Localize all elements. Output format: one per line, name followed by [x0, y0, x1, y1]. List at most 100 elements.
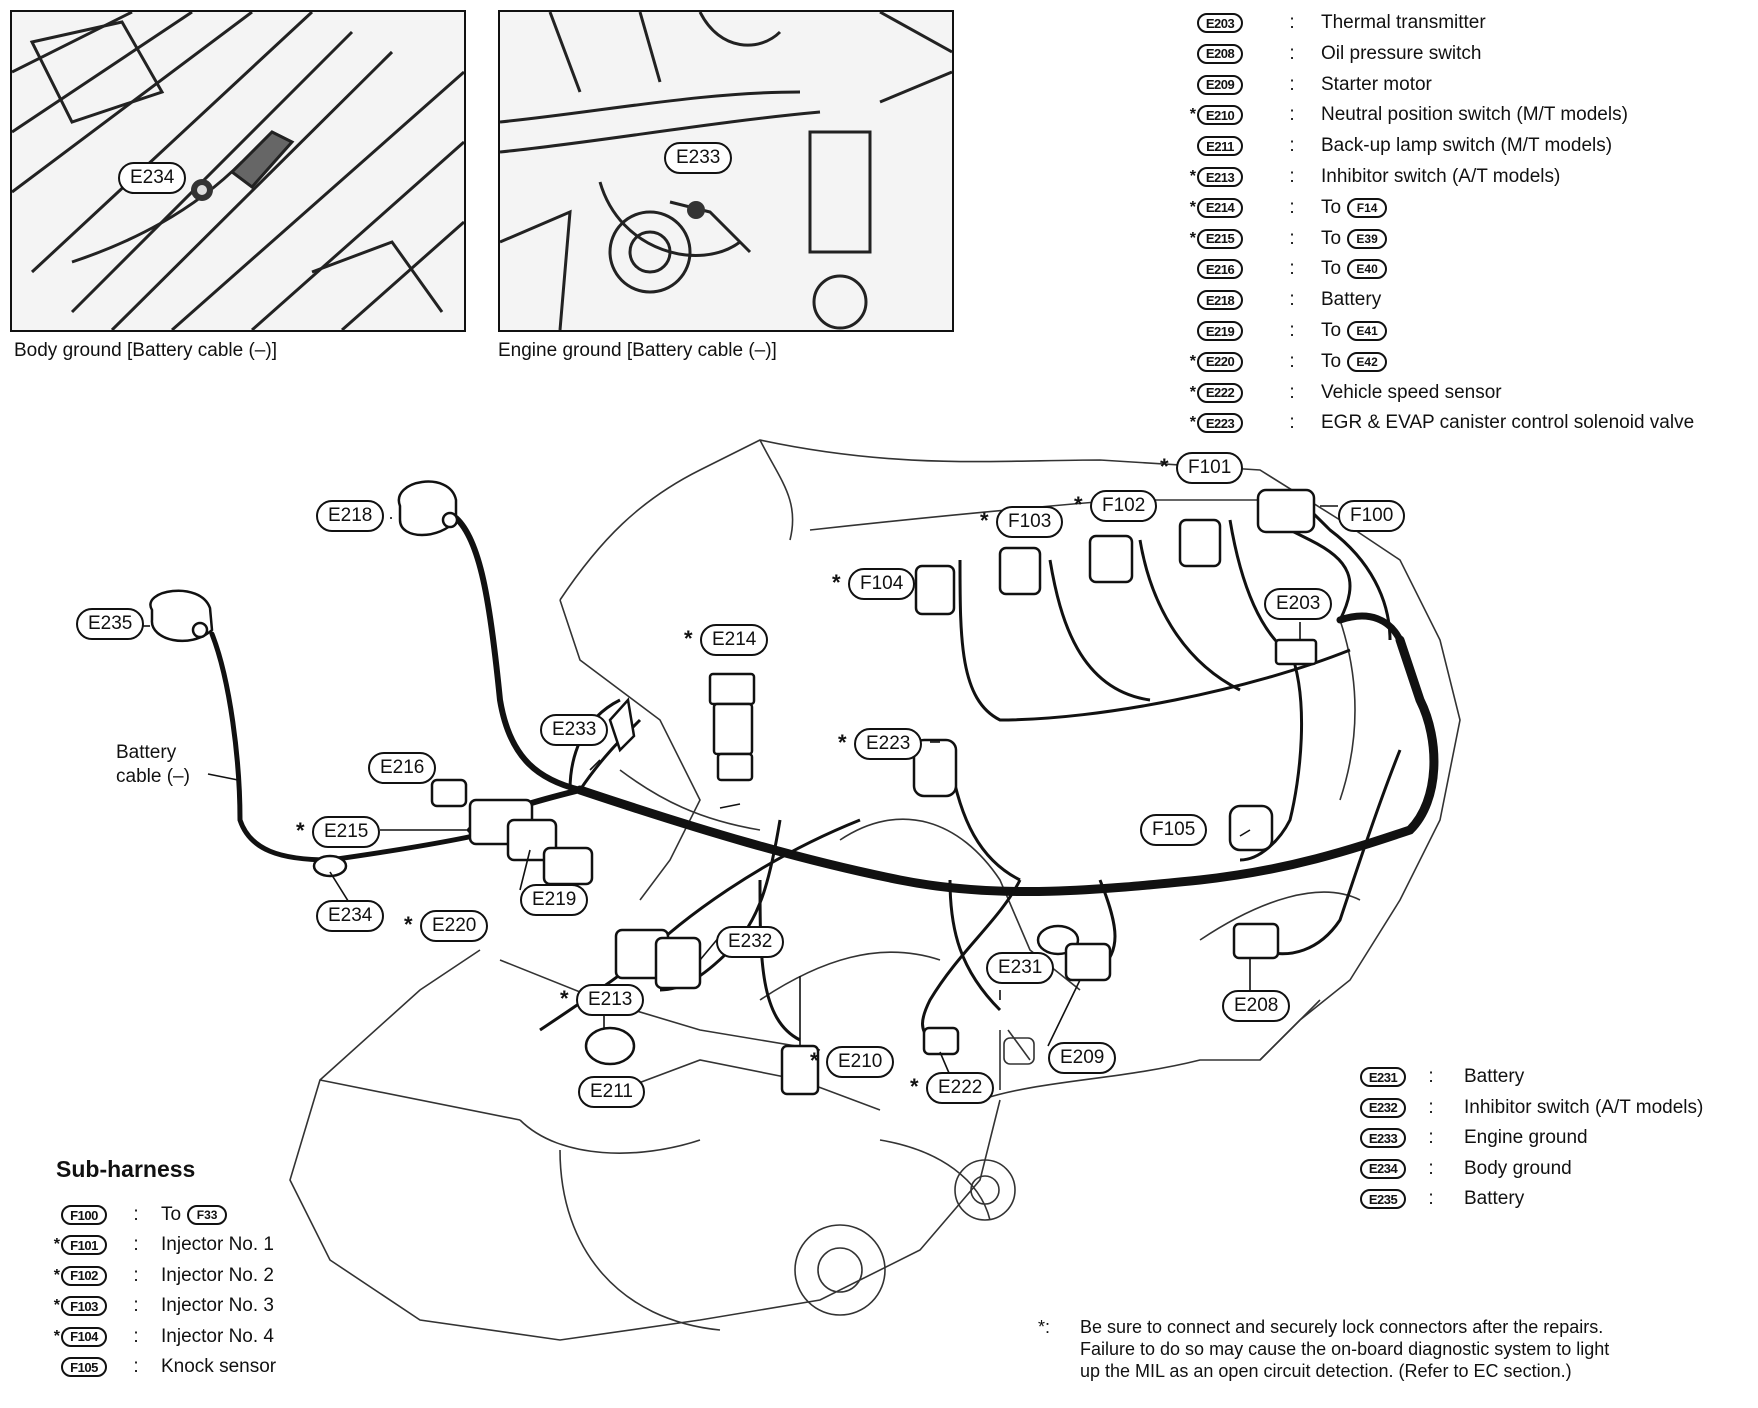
callout-f101: F101 [1176, 452, 1244, 484]
separator: : [133, 1325, 139, 1347]
engine-outline [289, 439, 1461, 1341]
destination-connector-tag: E41 [1347, 321, 1388, 341]
sub-harness-row: *F104: Injector No. 4 [50, 1324, 274, 1350]
required-lock-star: * [832, 570, 841, 595]
separator: : [133, 1204, 139, 1225]
required-lock-star: * [910, 1074, 919, 1099]
separator: : [1428, 1096, 1434, 1118]
separator: : [1289, 350, 1295, 372]
connector-code-tag: E222 [1197, 382, 1243, 403]
battery-cable-label-line2: cable (–) [116, 766, 190, 787]
separator: : [1289, 166, 1295, 187]
connector-code-tag: F102 [61, 1265, 107, 1286]
connector-description: Injector No. 4 [161, 1325, 274, 1347]
legend-right-row: E235:Battery [1360, 1186, 1524, 1212]
note-line-1: Be sure to connect and securely lock con… [1080, 1317, 1604, 1337]
legend-top-row: E208: Oil pressure switch [1186, 41, 1482, 67]
connector-description: To [1321, 258, 1342, 280]
connector-code-tag: E211 [1197, 136, 1243, 157]
callout-e231: E231 [986, 952, 1055, 984]
callout-e232: E232 [716, 926, 785, 958]
connector-description: Battery [1464, 1066, 1525, 1087]
callout-e209: E209 [1048, 1042, 1117, 1074]
separator: : [1289, 42, 1295, 64]
legend-top-row: E203:Thermal transmitter [1186, 10, 1486, 36]
sub-harness-row: F105: Knock sensor [50, 1354, 276, 1380]
separator: : [1289, 320, 1295, 341]
connector-code-tag: F100 [61, 1205, 107, 1225]
connector-description: To [1321, 196, 1342, 218]
connector-code-tag: E219 [1197, 321, 1243, 341]
connector-code-tag: E209 [1197, 74, 1243, 95]
separator: : [1289, 12, 1295, 33]
required-lock-star: * [53, 1266, 60, 1284]
separator: : [1289, 73, 1295, 95]
required-lock-star: * [560, 986, 569, 1011]
required-lock-star: * [684, 626, 693, 651]
callout-e216: E216 [368, 752, 437, 784]
callout-e210: E210 [826, 1046, 895, 1078]
separator: : [1289, 258, 1295, 280]
callout-f103: F103 [996, 506, 1064, 538]
callout-e215: E215 [312, 816, 381, 848]
required-lock-star: * [296, 818, 305, 843]
required-lock-star: * [53, 1327, 60, 1345]
required-lock-star: * [1160, 454, 1169, 479]
engine-ground-photo [498, 10, 954, 332]
callout-e219: E219 [520, 884, 589, 916]
note-line-2: Failure to do so may cause the on-board … [1080, 1339, 1610, 1359]
destination-connector-tag: E39 [1347, 228, 1388, 249]
separator: : [1289, 135, 1295, 157]
legend-top-row: E218:Battery [1186, 287, 1381, 313]
legend-top-row: *E210:Neutral position switch (M/T model… [1186, 102, 1628, 128]
callout-e203: E203 [1264, 588, 1333, 620]
connector-description: Battery [1464, 1188, 1525, 1209]
connector-description: Inhibitor switch (A/T models) [1464, 1096, 1704, 1118]
separator: : [1428, 1127, 1434, 1148]
separator: : [1289, 381, 1295, 403]
required-lock-star: * [404, 912, 413, 937]
separator: : [133, 1264, 139, 1286]
connector-description: Oil pressure switch [1321, 42, 1482, 64]
sub-harness-row: *F101:Injector No. 1 [50, 1232, 274, 1258]
connector-code-tag: F104 [61, 1326, 107, 1347]
connector-description: To [1321, 350, 1342, 372]
separator: : [1289, 227, 1295, 249]
connector-code-tag: E208 [1197, 43, 1243, 64]
destination-connector-tag: E42 [1347, 351, 1388, 372]
separator: : [1428, 1188, 1434, 1209]
callout-e218: E218 [316, 500, 385, 532]
required-lock-star: * [838, 730, 847, 755]
connector-description: Vehicle speed sensor [1321, 381, 1502, 403]
required-lock-star: * [1189, 168, 1196, 185]
connector-code-tag: F105 [61, 1357, 107, 1377]
connector-shapes [149, 480, 1318, 1096]
connector-description: Knock sensor [161, 1356, 277, 1377]
connector-description: Back-up lamp switch (M/T models) [1321, 135, 1613, 157]
required-lock-star: * [53, 1236, 60, 1254]
connector-code-tag: E215 [1197, 228, 1243, 249]
note-star: *: [1038, 1317, 1051, 1337]
legend-right-row: E231:Battery [1360, 1064, 1524, 1090]
separator: : [1289, 196, 1295, 218]
separator: : [133, 1356, 139, 1377]
callout-e222: E222 [926, 1072, 995, 1104]
legend-top-row: E211: Back-up lamp switch (M/T models) [1186, 133, 1612, 159]
connector-code-tag: E233 [1360, 1128, 1406, 1148]
note-line-3: up the MIL as an open circuit detection.… [1080, 1361, 1572, 1381]
callout-e233: E233 [540, 714, 609, 746]
callout-e214: E214 [700, 624, 769, 656]
body-ground-drawing [12, 12, 464, 330]
required-lock-star: * [810, 1048, 819, 1073]
connector-description: Engine ground [1464, 1127, 1588, 1148]
connector-code-tag: F101 [61, 1235, 107, 1256]
body-ground-caption: Body ground [Battery cable (–)] [14, 340, 277, 361]
callout-e220: E220 [420, 910, 489, 942]
separator: : [1428, 1066, 1434, 1087]
callout-e211: E211 [578, 1076, 645, 1108]
destination-connector-tag: E40 [1347, 259, 1388, 280]
